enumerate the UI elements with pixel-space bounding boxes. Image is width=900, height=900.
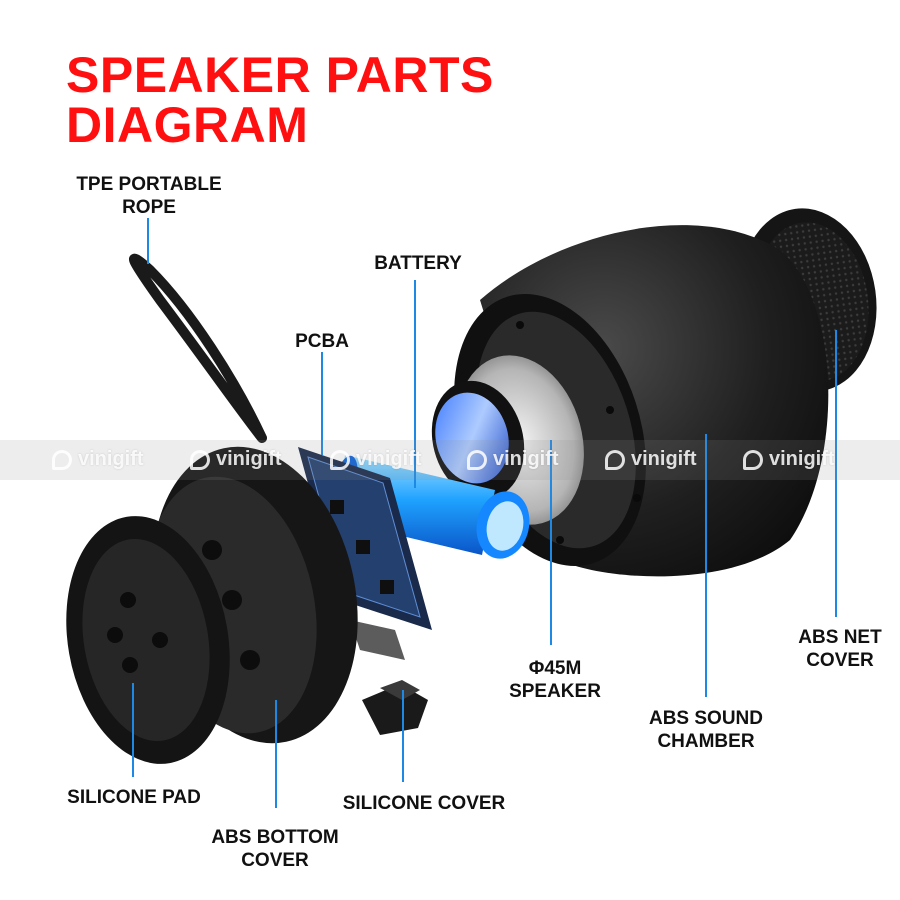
- watermark-logo-icon: [743, 449, 763, 470]
- watermark: vinigift: [467, 448, 559, 471]
- watermark-logo-icon: [605, 449, 625, 470]
- label-silicone-cover: SILICONE COVER: [342, 793, 506, 814]
- watermark-text: vinigift: [78, 448, 144, 470]
- label-silicone-pad: SILICONE PAD: [67, 787, 201, 808]
- diagram-title: SPEAKER PARTS DIAGRAM: [66, 50, 494, 150]
- label-abs-sound-chamber: ABS SOUND CHAMBER: [648, 708, 763, 752]
- label-pcba: PCBA: [295, 331, 349, 352]
- pcba-part: [298, 447, 432, 660]
- watermark-logo-icon: [190, 449, 210, 470]
- watermark: vinigift: [743, 448, 835, 471]
- watermark-logo-icon: [52, 449, 72, 470]
- watermark-logo-icon: [330, 449, 350, 470]
- watermark: vinigift: [330, 448, 422, 471]
- title-line-2: DIAGRAM: [66, 97, 309, 153]
- label-speaker: Φ45M SPEAKER: [509, 658, 601, 702]
- rope-part: [129, 253, 267, 443]
- silicone-pad-part: [66, 516, 230, 764]
- watermark: vinigift: [605, 448, 697, 471]
- watermark-logo-icon: [467, 449, 487, 470]
- silicone-cover-part: [362, 680, 428, 735]
- watermark-text: vinigift: [356, 448, 422, 470]
- label-tpe-portable-rope: TPE PORTABLE ROPE: [76, 174, 222, 218]
- label-abs-net-cover: ABS NET COVER: [798, 627, 882, 671]
- watermark-text: vinigift: [631, 448, 697, 470]
- label-abs-bottom-cover: ABS BOTTOM COVER: [211, 827, 339, 871]
- watermark: vinigift: [52, 448, 144, 471]
- leader-lines: [132, 218, 837, 808]
- watermark-text: vinigift: [493, 448, 559, 470]
- label-battery: BATTERY: [374, 253, 462, 274]
- watermark-text: vinigift: [216, 448, 282, 470]
- speaker-part: [431, 355, 584, 525]
- watermark-text: vinigift: [769, 448, 835, 470]
- title-line-1: SPEAKER PARTS: [66, 47, 494, 103]
- watermark: vinigift: [190, 448, 282, 471]
